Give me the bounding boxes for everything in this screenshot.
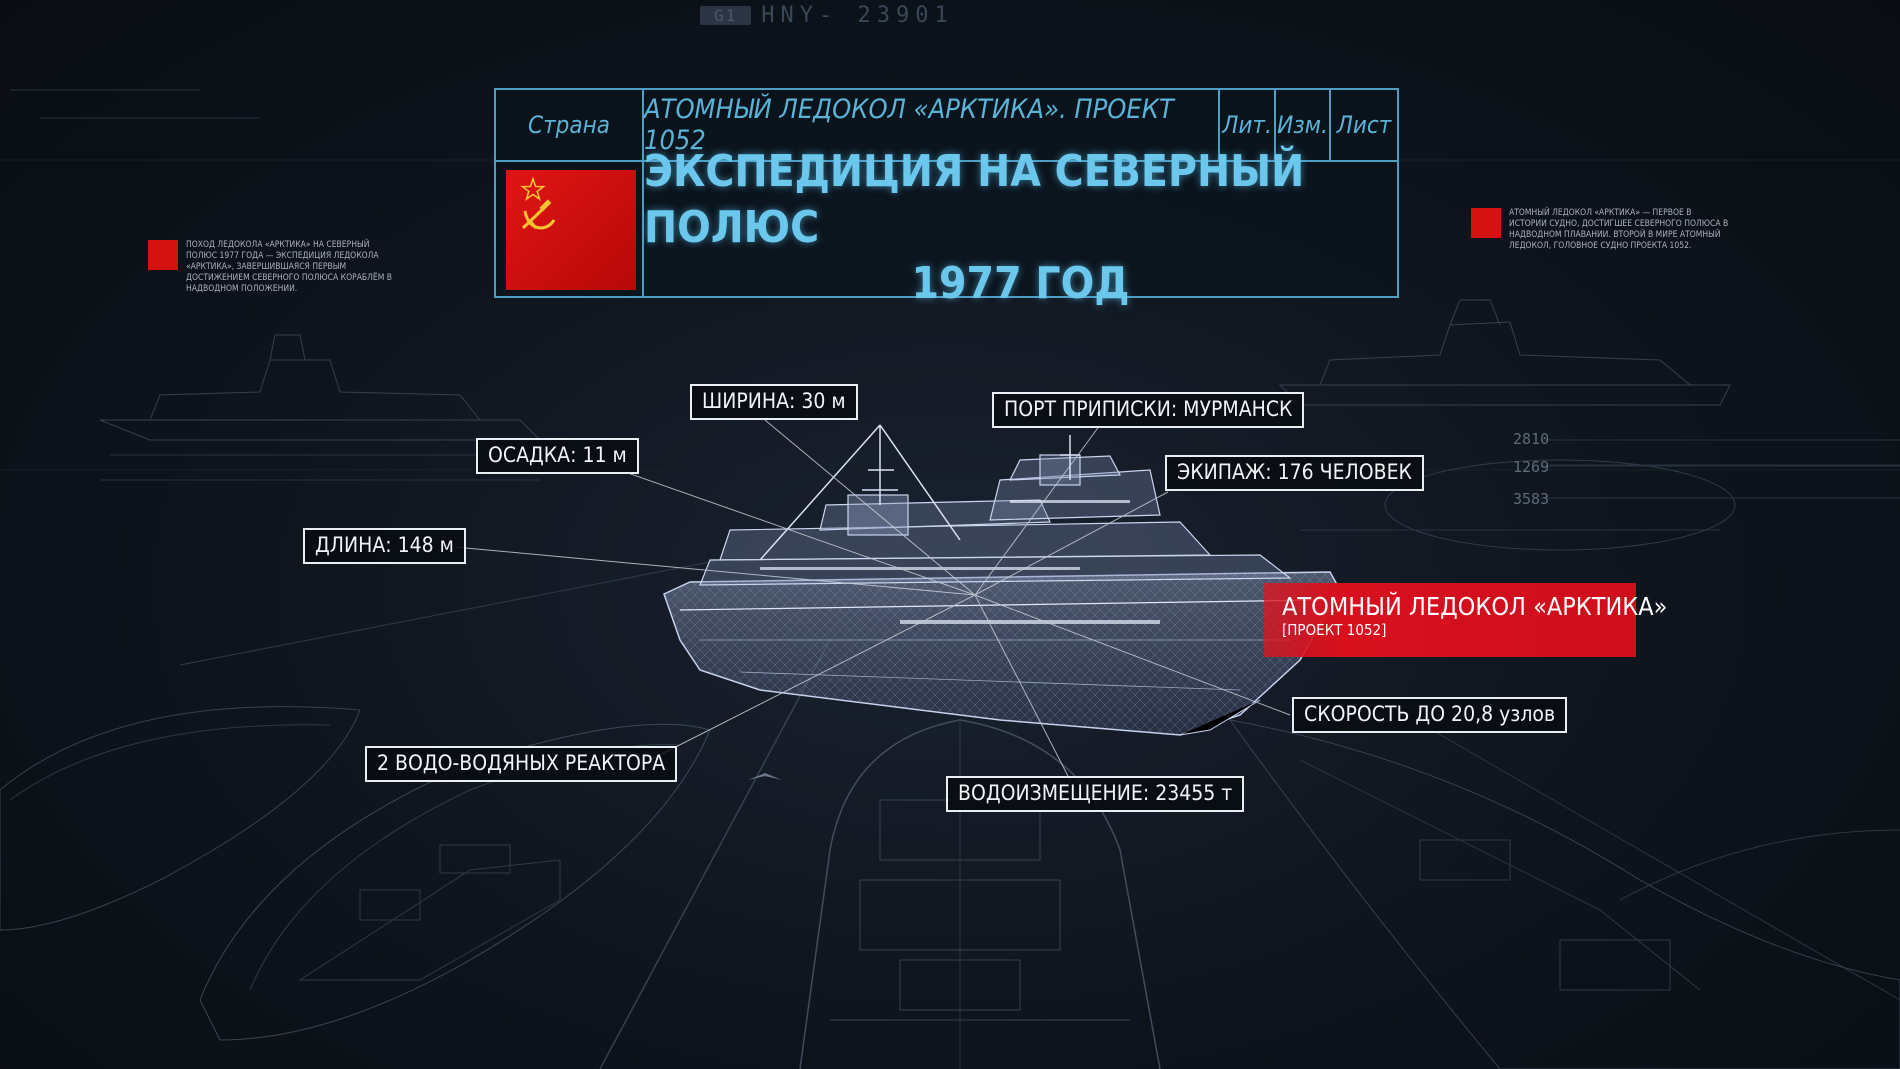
callout-draft: ОСАДКА: 11 м [476, 438, 639, 474]
title-block-main-row: ЭКСПЕДИЦИЯ НА СЕВЕРНЫЙ ПОЛЮС 1977 ГОД [496, 146, 1397, 309]
left-note: ПОХОД ЛЕДОКОЛА «АРКТИКА» НА СЕВЕРНЫЙ ПОЛ… [148, 240, 403, 295]
left-note-marker [148, 240, 178, 270]
dimension-1: 2810 [1513, 430, 1550, 448]
ship-name-subtitle: [ПРОЕКТ 1052] [1282, 621, 1387, 639]
callout-home-port: ПОРТ ПРИПИСКИ: МУРМАНСК [992, 392, 1305, 428]
title-block: Страна АТОМНЫЙ ЛЕДОКОЛ «АРКТИКА». ПРОЕКТ… [494, 88, 1399, 309]
headline-line-2: 1977 ГОД [911, 258, 1130, 309]
pointer-arrow-icon [748, 773, 782, 780]
right-note-text: АТОМНЫЙ ЛЕДОКОЛ «АРКТИКА» — ПЕРВОЕ В ИСТ… [1509, 208, 1729, 251]
drawing-code: G1 HNY- 23901 [700, 2, 1160, 28]
callout-crew: ЭКИПАЖ: 176 ЧЕЛОВЕК [1165, 455, 1424, 491]
hammer-sickle-star-icon [520, 176, 556, 230]
drawing-code-tag: G1 [700, 5, 752, 25]
drawing-name: АТОМНЫЙ ЛЕДОКОЛ «АРКТИКА». ПРОЕКТ 1052 [644, 90, 1220, 160]
callout-leader-lines [454, 419, 1291, 781]
list-label: Лист [1336, 111, 1392, 139]
title-block-header-row: Страна АТОМНЫЙ ЛЕДОКОЛ «АРКТИКА». ПРОЕКТ… [496, 90, 1397, 162]
ship-name-label: АТОМНЫЙ ЛЕДОКОЛ «АРКТИКА» [ПРОЕКТ 1052] [1264, 583, 1668, 657]
headline-line-1: ЭКСПЕДИЦИЯ НА СЕВЕРНЫЙ ПОЛЮС [644, 146, 1305, 253]
callout-displacement: ВОДОИЗМЕЩЕНИЕ: 23455 т [946, 776, 1245, 812]
callout-reactors: 2 ВОДО-ВОДЯНЫХ РЕАКТОРА [365, 746, 678, 782]
ship-windows [760, 500, 1160, 624]
lit-label: Лит. [1220, 90, 1276, 160]
ship-superstructure [699, 454, 1292, 586]
callout-width: ШИРИНА: 30 м [690, 384, 858, 420]
right-note: АТОМНЫЙ ЛЕДОКОЛ «АРКТИКА» — ПЕРВОЕ В ИСТ… [1471, 208, 1731, 252]
drawing-code-text: HNY- 23901 [761, 2, 954, 28]
country-label: Страна [496, 90, 644, 160]
dimension-3: 3583 [1513, 490, 1550, 508]
expedition-headline: ЭКСПЕДИЦИЯ НА СЕВЕРНЫЙ ПОЛЮС 1977 ГОД [644, 146, 1397, 309]
flag-cell [496, 160, 644, 296]
izm-label: Изм. [1276, 90, 1331, 160]
callout-length: ДЛИНА: 148 м [303, 528, 466, 564]
right-note-marker [1471, 208, 1501, 238]
ship-name-title: АТОМНЫЙ ЛЕДОКОЛ «АРКТИКА» [1282, 592, 1668, 621]
dimension-2: 1269 [1513, 458, 1550, 476]
ussr-flag [506, 170, 636, 290]
callout-speed: СКОРОСТЬ ДО 20,8 узлов [1292, 697, 1568, 733]
left-note-text: ПОХОД ЛЕДОКОЛА «АРКТИКА» НА СЕВЕРНЫЙ ПОЛ… [186, 240, 393, 294]
ship-masts [759, 424, 1080, 561]
ship-hull [663, 571, 1341, 736]
